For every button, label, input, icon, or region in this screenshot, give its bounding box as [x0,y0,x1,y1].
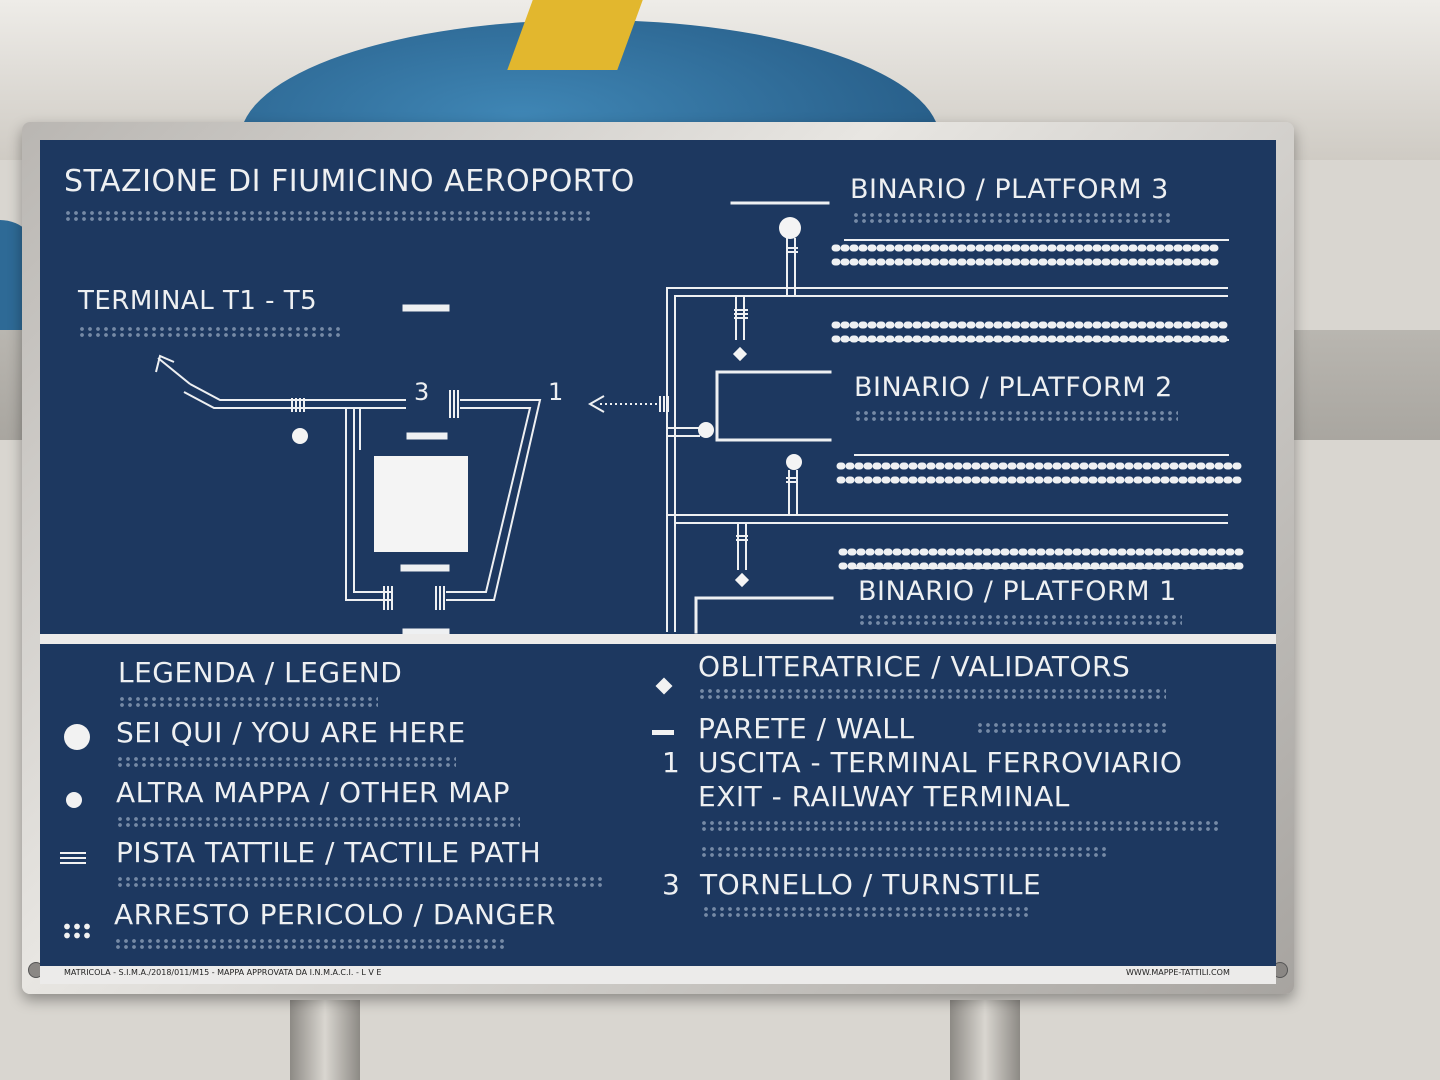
legend-wall: PARETE / WALL [698,712,915,745]
platform-3-label: BINARIO / PLATFORM 3 [850,174,1169,205]
legend-you-are-here: SEI QUI / YOU ARE HERE [116,716,466,749]
platform-1-label: BINARIO / PLATFORM 1 [858,576,1177,607]
platform-2-label: BINARIO / PLATFORM 2 [854,372,1173,403]
legend-exit-english: EXIT - RAILWAY TERMINAL [698,780,1070,813]
braille-dots [64,210,594,222]
platform1-wall [694,596,834,634]
legend-turnstile: TORNELLO / TURNSTILE [700,868,1042,901]
legend-exit-number: 1 [662,746,681,779]
footer-website: WWW.MAPPE-TATTILI.COM [1126,968,1230,977]
exit-arrow-icon [587,395,605,413]
terminal-arrow-icon [155,354,175,373]
tactile-path-crossings [291,247,798,610]
braille-dots [78,326,340,338]
legend-turnstile-number: 3 [662,868,681,901]
sign-post-right [950,1000,1020,1080]
map-title: STAZIONE DI FIUMICINO AEROPORTO [64,164,635,199]
exit-marker-label: 1 [548,378,564,406]
legend-exit-italian: USCITA - TERMINAL FERROVIARIO [698,746,1183,779]
tactile-path-icon [60,852,86,864]
wall-icon [652,730,674,735]
braille-dots [858,614,1182,626]
braille-dots [702,906,1032,918]
braille-dots [114,938,504,950]
platform2-wall [715,370,832,442]
sign-post-left [290,1000,360,1080]
braille-dots [116,756,456,768]
braille-dots [118,696,378,708]
braille-dots [854,410,1178,422]
braille-dots [116,816,520,828]
braille-dots [976,722,1166,734]
legend-divider [40,634,1276,644]
you-are-here-marker [779,217,801,239]
turnstile-marker-label: 3 [414,378,430,406]
validator-marker [734,572,750,588]
legend-tactile-path: PISTA TATTILE / TACTILE PATH [116,836,542,869]
legend-validators: OBLITERATRICE / VALIDATORS [698,650,1131,683]
sign-footer [40,966,1276,984]
terminal-label: TERMINAL T1 - T5 [78,286,318,316]
other-map-marker [292,428,308,444]
footer-registration: MATRICOLA - S.I.M.A./2018/011/M15 - MAPP… [64,968,382,977]
other-map-marker [786,454,802,470]
station-building [374,456,468,552]
you-are-here-icon [64,724,90,750]
other-map-marker [698,422,714,438]
braille-dots [116,876,606,888]
validator-marker [732,346,748,362]
braille-dots [852,212,1172,224]
legend-danger: ARRESTO PERICOLO / DANGER [114,898,556,931]
other-map-icon [66,792,82,808]
danger-icon [62,922,92,940]
braille-dots [700,820,1220,832]
braille-dots [700,846,1110,858]
danger-dot-rows [831,244,1248,570]
legend-other-map: ALTRA MAPPA / OTHER MAP [116,776,510,809]
braille-dots [698,688,1166,700]
legend-heading: LEGENDA / LEGEND [118,656,403,689]
